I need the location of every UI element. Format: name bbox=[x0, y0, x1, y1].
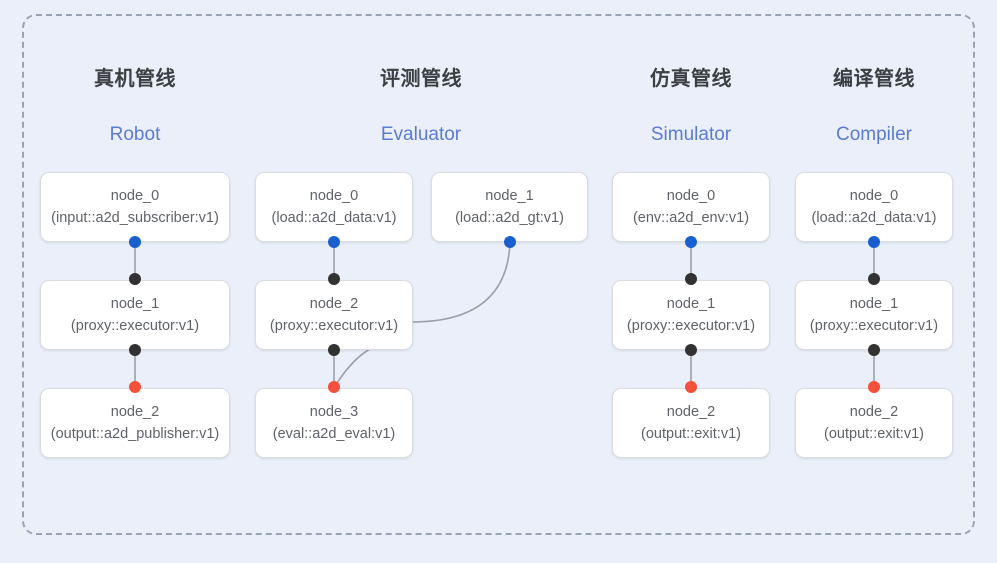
port-simulator-1-out[interactable] bbox=[685, 344, 697, 356]
port-compiler-0-out[interactable] bbox=[868, 236, 880, 248]
port-compiler-1-in[interactable] bbox=[868, 273, 880, 285]
node-evaluator-3-type: (eval::a2d_eval:v1) bbox=[272, 426, 396, 442]
column-subtitle-simulator: Simulator bbox=[650, 124, 732, 145]
node-compiler-2[interactable]: node_2 (output::exit:v1) bbox=[795, 388, 953, 458]
node-evaluator-3[interactable]: node_3 (eval::a2d_eval:v1) bbox=[255, 388, 413, 458]
port-evaluator-2-out[interactable] bbox=[328, 344, 340, 356]
node-evaluator-2-type: (proxy::executor:v1) bbox=[269, 318, 399, 334]
node-robot-1[interactable]: node_1 (proxy::executor:v1) bbox=[40, 280, 230, 350]
column-title-evaluator: 评测管线 bbox=[380, 68, 462, 90]
port-evaluator-0-out[interactable] bbox=[328, 236, 340, 248]
node-compiler-1-name: node_1 bbox=[849, 295, 899, 312]
node-robot-2[interactable]: node_2 (output::a2d_publisher:v1) bbox=[40, 388, 230, 458]
node-compiler-0-type: (load::a2d_data:v1) bbox=[811, 210, 937, 226]
port-simulator-2-in[interactable] bbox=[685, 381, 697, 393]
node-compiler-0[interactable]: node_0 (load::a2d_data:v1) bbox=[795, 172, 953, 242]
node-robot-1-name: node_1 bbox=[110, 295, 160, 312]
node-compiler-1-type: (proxy::executor:v1) bbox=[809, 318, 939, 334]
port-robot-1-out[interactable] bbox=[129, 344, 141, 356]
node-compiler-0-name: node_0 bbox=[849, 187, 899, 204]
node-evaluator-1-name: node_1 bbox=[485, 187, 534, 204]
node-evaluator-0-name: node_0 bbox=[309, 187, 359, 204]
node-simulator-2[interactable]: node_2 (output::exit:v1) bbox=[612, 388, 770, 458]
node-compiler-2-type: (output::exit:v1) bbox=[824, 426, 924, 442]
port-evaluator-2-in[interactable] bbox=[328, 273, 340, 285]
port-evaluator-3-in[interactable] bbox=[328, 381, 340, 393]
column-title-compiler: 编译管线 bbox=[833, 68, 915, 90]
node-evaluator-0[interactable]: node_0 (load::a2d_data:v1) bbox=[255, 172, 413, 242]
node-compiler-1[interactable]: node_1 (proxy::executor:v1) bbox=[795, 280, 953, 350]
port-compiler-1-out[interactable] bbox=[868, 344, 880, 356]
node-robot-0-name: node_0 bbox=[110, 187, 160, 204]
node-compiler-2-name: node_2 bbox=[849, 403, 899, 420]
node-simulator-2-type: (output::exit:v1) bbox=[641, 426, 741, 442]
node-robot-1-type: (proxy::executor:v1) bbox=[70, 318, 200, 334]
port-simulator-1-in[interactable] bbox=[685, 273, 697, 285]
node-simulator-1[interactable]: node_1 (proxy::executor:v1) bbox=[612, 280, 770, 350]
node-simulator-0[interactable]: node_0 (env::a2d_env:v1) bbox=[612, 172, 770, 242]
node-simulator-1-type: (proxy::executor:v1) bbox=[626, 318, 756, 334]
node-evaluator-1[interactable]: node_1 (load::a2d_gt:v1) bbox=[431, 172, 588, 242]
port-robot-1-in[interactable] bbox=[129, 273, 141, 285]
node-evaluator-3-name: node_3 bbox=[309, 403, 359, 420]
node-simulator-0-name: node_0 bbox=[666, 187, 716, 204]
port-compiler-2-in[interactable] bbox=[868, 381, 880, 393]
port-robot-0-out[interactable] bbox=[129, 236, 141, 248]
node-evaluator-1-type: (load::a2d_gt:v1) bbox=[455, 210, 564, 226]
node-robot-2-name: node_2 bbox=[110, 403, 160, 420]
node-robot-0-type: (input::a2d_subscriber:v1) bbox=[51, 210, 219, 226]
port-evaluator-1-out[interactable] bbox=[504, 236, 516, 248]
edge-evaluator-gt-to-executor bbox=[411, 241, 511, 323]
node-evaluator-0-type: (load::a2d_data:v1) bbox=[271, 210, 397, 226]
node-simulator-0-type: (env::a2d_env:v1) bbox=[632, 210, 750, 226]
port-robot-2-in[interactable] bbox=[129, 381, 141, 393]
column-title-simulator: 仿真管线 bbox=[650, 68, 732, 90]
column-subtitle-robot: Robot bbox=[109, 124, 161, 145]
column-title-robot: 真机管线 bbox=[94, 68, 176, 90]
port-simulator-0-out[interactable] bbox=[685, 236, 697, 248]
node-robot-2-type: (output::a2d_publisher:v1) bbox=[50, 426, 220, 442]
node-evaluator-2-name: node_2 bbox=[309, 295, 359, 312]
edge-evaluator-executor-to-eval bbox=[334, 347, 373, 387]
node-robot-0[interactable]: node_0 (input::a2d_subscriber:v1) bbox=[40, 172, 230, 242]
node-simulator-2-name: node_2 bbox=[666, 403, 716, 420]
column-subtitle-evaluator: Evaluator bbox=[380, 124, 462, 145]
column-subtitle-compiler: Compiler bbox=[835, 124, 913, 145]
node-simulator-1-name: node_1 bbox=[666, 295, 716, 312]
node-evaluator-2[interactable]: node_2 (proxy::executor:v1) bbox=[255, 280, 413, 350]
